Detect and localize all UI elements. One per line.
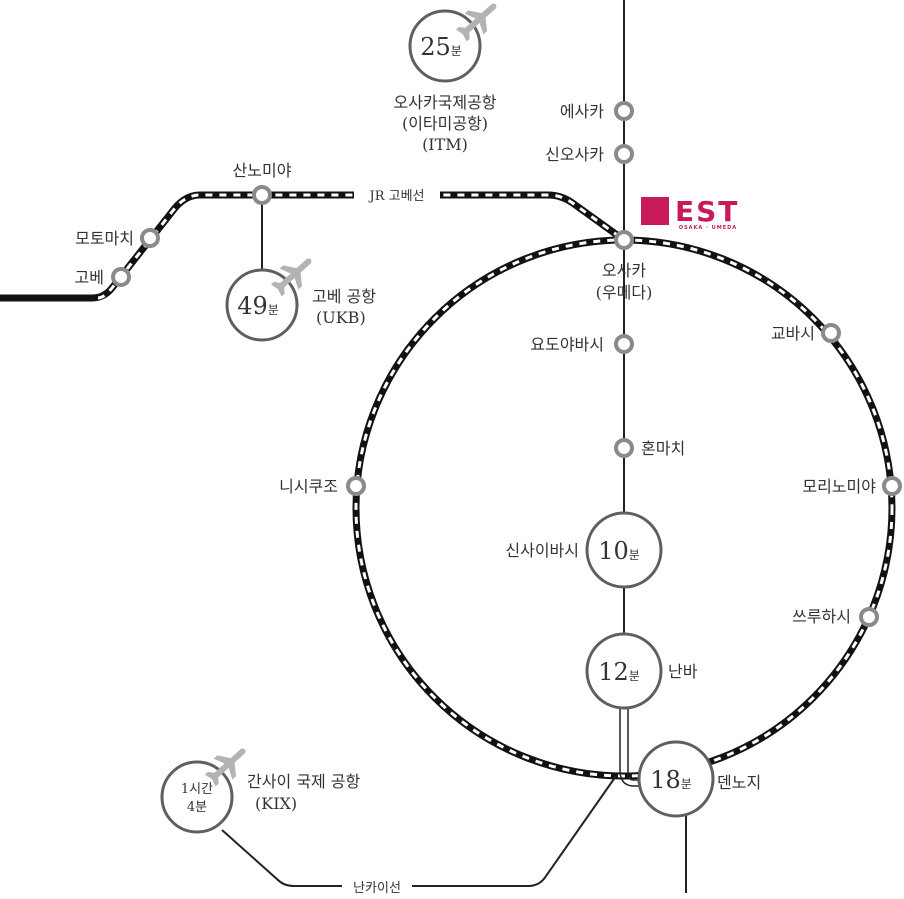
label-nishikujo: 니시쿠조 bbox=[279, 477, 338, 496]
station-morinomiya[interactable] bbox=[882, 476, 902, 496]
label-motomachi: 모토마치 bbox=[75, 229, 134, 248]
jr-kobe-line bbox=[0, 191, 627, 302]
est-logo-subtext: OSAKA · UMEDA bbox=[679, 225, 737, 231]
station-osaka[interactable] bbox=[614, 230, 634, 250]
label-shin-osaka: 신오사카 bbox=[545, 145, 604, 164]
station-honmachi[interactable] bbox=[614, 438, 634, 458]
label-kobe: 고베 bbox=[75, 268, 104, 287]
label-itm-alt: (이타미공항) bbox=[402, 114, 488, 133]
est-logo[interactable]: EST OSAKA · UMEDA bbox=[641, 195, 739, 231]
time-tennoji: 18분 bbox=[650, 766, 692, 794]
time-itm: 25분 bbox=[420, 33, 462, 61]
time-circle-shinsaibashi[interactable] bbox=[585, 511, 663, 589]
label-honmachi: 혼마치 bbox=[641, 439, 685, 458]
station-motomachi[interactable] bbox=[140, 228, 160, 248]
label-shinsaibashi: 신사이바시 bbox=[505, 541, 579, 560]
time-circle-tennoji[interactable] bbox=[637, 740, 715, 818]
est-logo-text: EST bbox=[675, 195, 739, 228]
label-osaka: 오사카 bbox=[602, 261, 646, 280]
station-tsuruhashi[interactable] bbox=[859, 607, 879, 627]
time-namba: 12분 bbox=[598, 658, 640, 686]
nankai-line-label: 난카이선 bbox=[353, 881, 401, 896]
label-itm-code: (ITM) bbox=[422, 135, 468, 154]
label-umeda: (우메다) bbox=[596, 283, 653, 302]
label-esaka: 에사카 bbox=[560, 102, 604, 121]
label-ukb-name: 고베 공항 bbox=[312, 287, 376, 306]
station-sannomiya[interactable] bbox=[252, 185, 272, 205]
time-kix-minutes: 4분 bbox=[187, 800, 207, 815]
label-tsuruhashi: 쓰루하시 bbox=[792, 607, 851, 626]
time-shinsaibashi: 10분 bbox=[598, 537, 640, 565]
jr-kobe-line-label: JR 고베선 bbox=[367, 189, 424, 204]
label-kyobashi: 교바시 bbox=[771, 324, 815, 343]
label-kix-code: (KIX) bbox=[255, 794, 297, 813]
time-ukb: 49분 bbox=[237, 292, 279, 320]
station-nishikujo[interactable] bbox=[346, 476, 366, 496]
station-yodoyabashi[interactable] bbox=[614, 334, 634, 354]
station-kyobashi[interactable] bbox=[821, 323, 841, 343]
label-kix-name: 간사이 국제 공항 bbox=[247, 772, 360, 791]
label-sannomiya: 산노미야 bbox=[233, 161, 292, 180]
station-kobe[interactable] bbox=[111, 267, 131, 287]
est-logo-square bbox=[641, 197, 669, 225]
label-ukb-code: (UKB) bbox=[316, 308, 366, 327]
label-morinomiya: 모리노미야 bbox=[802, 477, 876, 496]
station-shin-osaka[interactable] bbox=[614, 144, 634, 164]
label-yodoyabashi: 요도야바시 bbox=[530, 335, 604, 354]
time-kix-hours: 1시간 bbox=[181, 782, 213, 797]
time-circle-namba[interactable] bbox=[585, 632, 663, 710]
station-esaka[interactable] bbox=[614, 101, 634, 121]
label-tennoji: 덴노지 bbox=[717, 773, 761, 792]
label-itm-name: 오사카국제공항 bbox=[393, 93, 496, 112]
label-namba: 난바 bbox=[668, 662, 698, 681]
